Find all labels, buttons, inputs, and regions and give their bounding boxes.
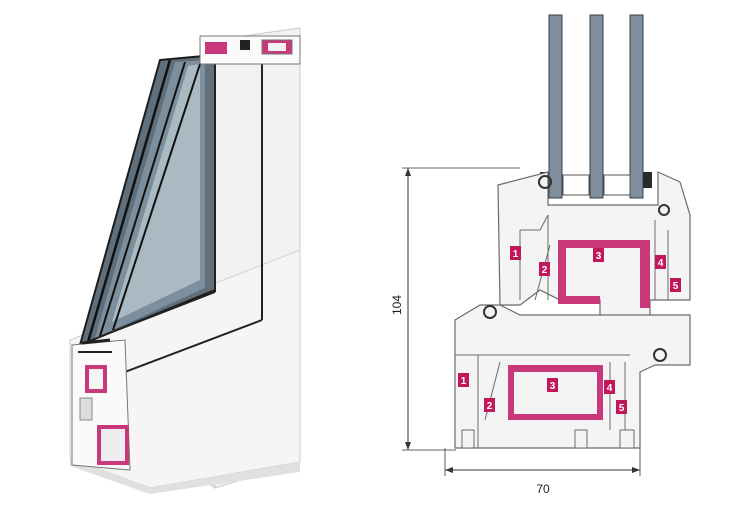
sash-callout-1: 1 bbox=[510, 246, 521, 260]
sash-callout-4: 4 bbox=[655, 255, 666, 269]
frame-callout-3: 3 bbox=[547, 378, 558, 392]
height-dimension: 104 bbox=[390, 167, 520, 451]
svg-text:1: 1 bbox=[461, 376, 467, 387]
window-corner-render bbox=[69, 27, 301, 494]
frame-profile bbox=[454, 304, 691, 449]
bottom-profile-section bbox=[71, 338, 131, 471]
glazing-pane-2 bbox=[589, 14, 604, 199]
frame-foot-3 bbox=[619, 429, 635, 449]
spacer-2 bbox=[603, 174, 631, 196]
seal-sash-frame bbox=[483, 305, 497, 319]
top-profile-section bbox=[199, 35, 301, 65]
sash-steel bbox=[558, 240, 650, 308]
svg-text:3: 3 bbox=[550, 381, 556, 392]
svg-text:2: 2 bbox=[487, 401, 493, 412]
height-dimension-label: 104 bbox=[390, 295, 404, 315]
frame-callout-1: 1 bbox=[458, 373, 469, 387]
seal-sash-outer bbox=[538, 175, 552, 189]
gasket-inner bbox=[643, 172, 652, 188]
svg-text:5: 5 bbox=[673, 281, 679, 292]
frame-callout-2: 2 bbox=[484, 398, 495, 412]
profile-cross-section: 1 2 3 4 5 1 2 3 bbox=[390, 14, 691, 496]
svg-text:4: 4 bbox=[658, 258, 664, 269]
sash-callout-5: 5 bbox=[670, 278, 681, 292]
glazing-pane-3 bbox=[629, 14, 644, 199]
glass-edge-2 bbox=[99, 61, 186, 337]
glazing-pane-1 bbox=[548, 14, 563, 199]
svg-text:3: 3 bbox=[596, 251, 602, 262]
sash-line-3 bbox=[124, 319, 263, 373]
glass-edge-1 bbox=[86, 59, 172, 343]
svg-text:4: 4 bbox=[607, 383, 613, 394]
sash-callout-3: 3 bbox=[593, 248, 604, 262]
sash-callout-2: 2 bbox=[539, 262, 550, 276]
svg-text:2: 2 bbox=[542, 265, 548, 276]
sash-line-4 bbox=[111, 291, 216, 333]
width-dimension: 70 bbox=[444, 448, 641, 496]
svg-text:1: 1 bbox=[513, 249, 519, 260]
frame-steel bbox=[508, 365, 603, 420]
svg-text:5: 5 bbox=[619, 403, 625, 414]
frame-bottom-face bbox=[70, 458, 300, 494]
frame-foot-1 bbox=[461, 429, 475, 449]
glass-edge-3 bbox=[112, 63, 201, 331]
frame-callout-4: 4 bbox=[604, 380, 615, 394]
seal-frame-inner bbox=[653, 348, 667, 362]
seal-glazing-inner bbox=[658, 204, 670, 216]
width-dimension-label: 70 bbox=[536, 482, 550, 496]
spacer-1 bbox=[562, 174, 590, 196]
sash-inner-wall bbox=[520, 214, 549, 300]
frame-callout-5: 5 bbox=[616, 400, 627, 414]
frame-foot-2 bbox=[574, 429, 588, 449]
